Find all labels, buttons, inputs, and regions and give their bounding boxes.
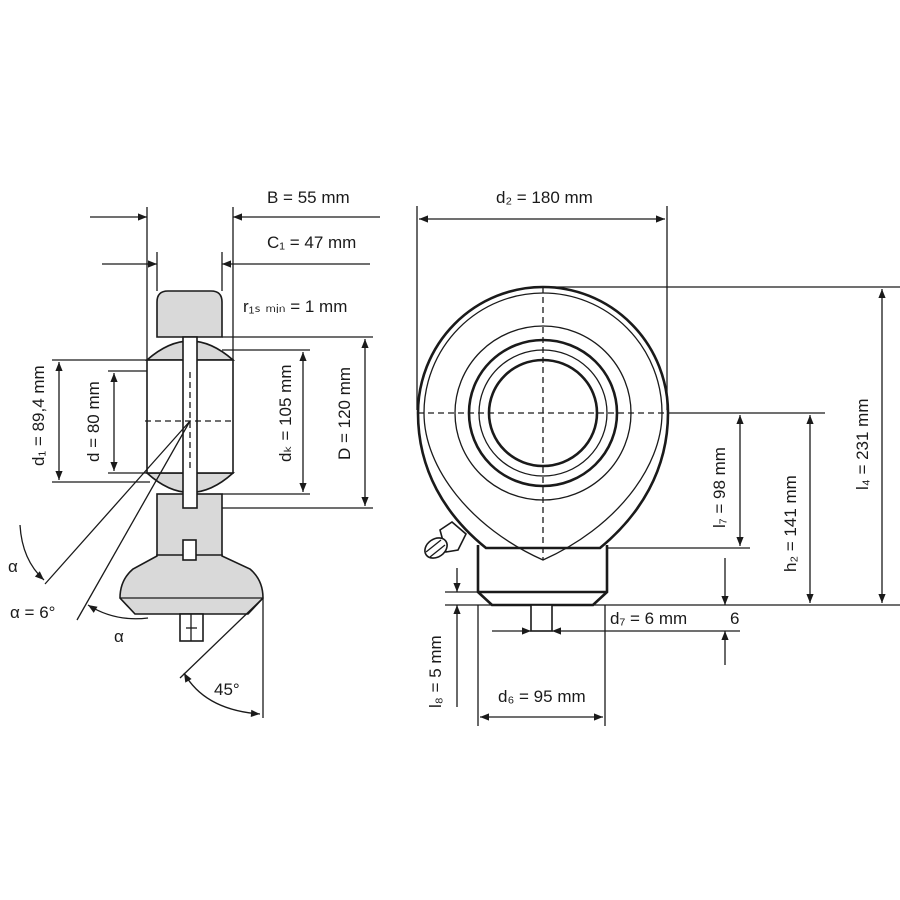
alpha-label-bottom: α [114, 627, 124, 646]
dim-l4-label: l₄ = 231 mm [853, 399, 872, 491]
eye-outline [416, 285, 670, 550]
dim-r1s-label: r₁ₛ ₘᵢₙ = 1 mm [243, 297, 347, 316]
alpha-label-top: α [8, 557, 18, 576]
dim-l8-label: l₈ = 5 mm [426, 635, 445, 708]
dim-6-label: 6 [730, 609, 739, 628]
dim-h2-label: h₂ = 141 mm [781, 475, 800, 572]
dim-B-label: B = 55 mm [267, 188, 350, 207]
dim-d7-label: d₇ = 6 mm [610, 609, 687, 628]
angle-45-label: 45° [214, 680, 240, 699]
dim-l7-label: l₇ = 98 mm [710, 447, 729, 528]
front-view: d₂ = 180 mm l₄ = 231 mm h₂ = 141 mm l₇ =… [416, 188, 900, 726]
grease-nipple [424, 520, 467, 559]
top-cap [156, 290, 223, 338]
shank [476, 545, 609, 607]
neck-slot [182, 539, 197, 561]
dim-d2-label: d₂ = 180 mm [496, 188, 593, 207]
dim-dk-label: dₖ = 105 mm [276, 365, 295, 462]
dim-d1-label: d₁ = 89,4 mm [29, 365, 48, 466]
flared-base [119, 554, 264, 615]
alpha-value-label: α = 6° [10, 603, 55, 622]
dim-D-label: D = 120 mm [335, 367, 354, 460]
dim-d-label: d = 80 mm [84, 381, 103, 462]
side-view: B = 55 mm C₁ = 47 mm r₁ₛ ₘᵢₙ = 1 mm D = … [8, 188, 380, 718]
dim-C1-label: C₁ = 47 mm [267, 233, 356, 252]
dim-d6-label: d₆ = 95 mm [498, 687, 586, 706]
stud-d7 [530, 604, 553, 632]
